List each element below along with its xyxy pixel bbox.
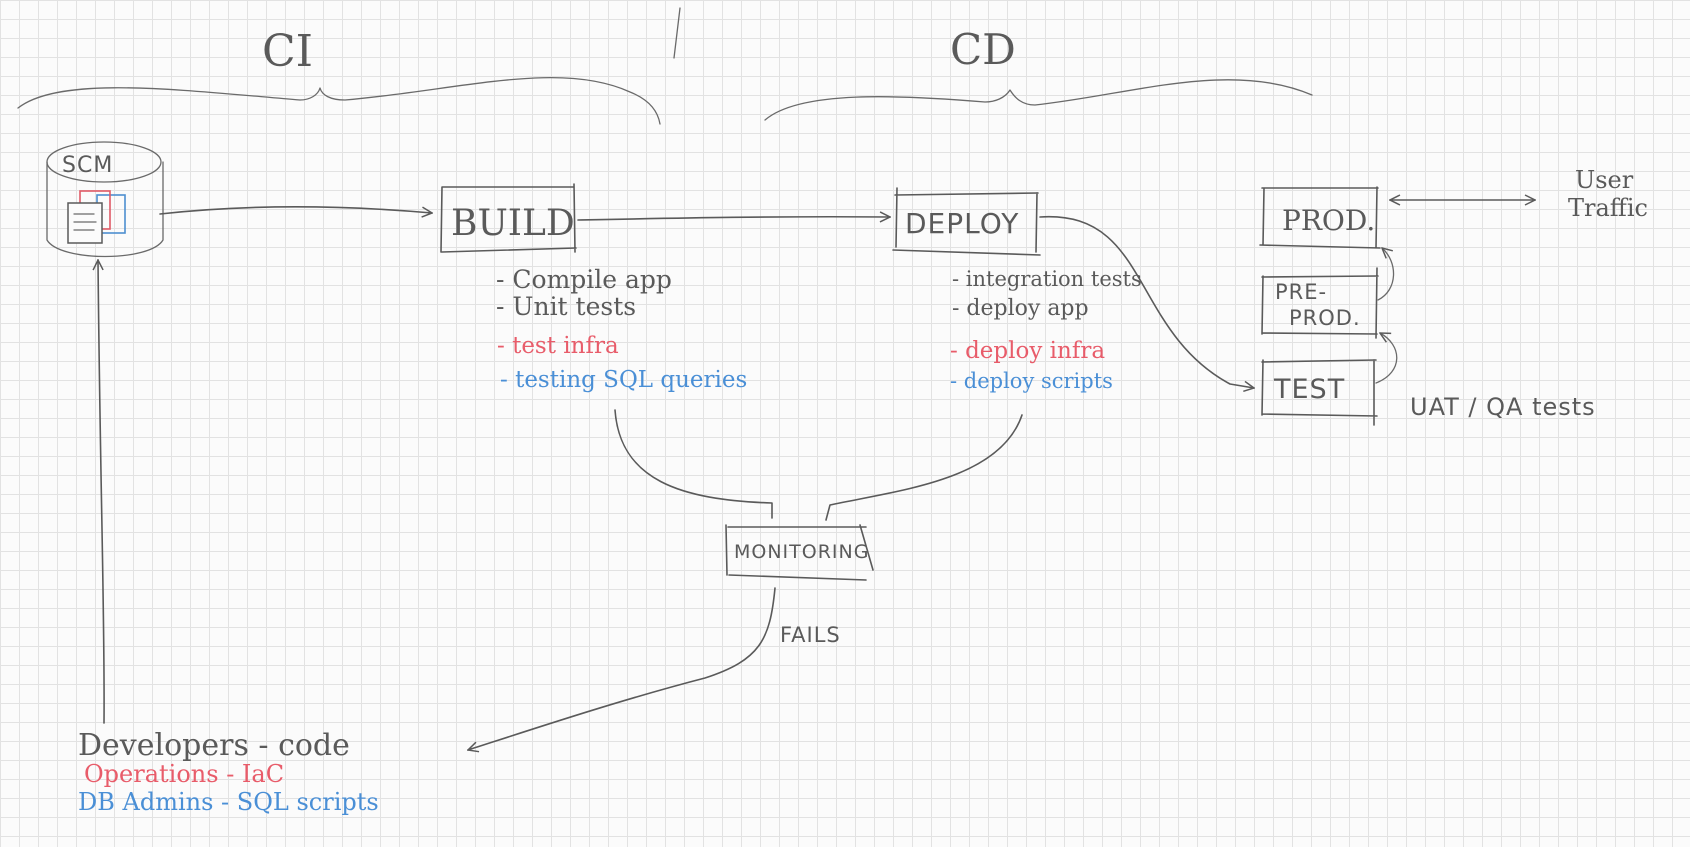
preprod-label-1: PRE- (1275, 280, 1327, 304)
build-note-compile: - Compile app (496, 265, 672, 294)
uat-qa-label: UAT / QA tests (1410, 393, 1596, 421)
monitoring-label: MONITORING (734, 541, 869, 563)
user-traffic-label-1: User (1575, 166, 1634, 194)
cd-heading: CD (950, 25, 1016, 74)
deploy-note-integration: - integration tests (952, 267, 1142, 291)
role-dba: DB Admins - SQL scripts (78, 788, 379, 816)
preprod-label-2: PROD. (1289, 306, 1361, 330)
promote-preprod-to-prod-arrow (1377, 248, 1395, 301)
section-divider (673, 7, 681, 59)
environment-stack: PROD. PRE- PROD. TEST (1259, 186, 1398, 426)
prod-label: PROD. (1282, 204, 1375, 237)
scm-node: SCM (46, 141, 164, 258)
promote-test-to-preprod-arrow (1375, 333, 1398, 384)
scm-to-build-arrow (159, 205, 432, 214)
monitoring-node: MONITORING (725, 524, 874, 581)
cd-brace (764, 79, 1313, 121)
developer-commit-arrow (98, 260, 105, 724)
build-to-deploy-arrow (577, 217, 890, 220)
deploy-note-infra: - deploy infra (950, 338, 1105, 364)
deploy-to-monitoring-line (825, 414, 1023, 521)
fails-feedback-arrow (468, 587, 776, 750)
deploy-to-test-arrow (1039, 216, 1254, 388)
role-operations: Operations - IaC (84, 760, 284, 788)
document-icon (67, 190, 126, 244)
build-note-unit-tests: - Unit tests (496, 292, 636, 321)
role-developers: Developers - code (78, 728, 350, 763)
build-node: BUILD (440, 183, 577, 253)
fails-label: FAILS (780, 623, 841, 647)
test-label: TEST (1273, 374, 1345, 405)
build-note-test-infra: - test infra (497, 333, 619, 359)
ci-brace (17, 76, 661, 125)
deploy-note-scripts: - deploy scripts (950, 369, 1113, 393)
deploy-note-app: - deploy app (952, 296, 1089, 321)
build-label: BUILD (451, 203, 575, 244)
user-traffic-label-2: Traffic (1568, 194, 1648, 222)
build-note-sql: - testing SQL queries (500, 367, 747, 393)
build-to-monitoring-line (614, 409, 773, 519)
deploy-label: DEPLOY (905, 207, 1019, 240)
scm-label: SCM (62, 153, 113, 178)
deploy-node: DEPLOY (892, 187, 1041, 256)
ci-heading: CI (262, 26, 313, 77)
